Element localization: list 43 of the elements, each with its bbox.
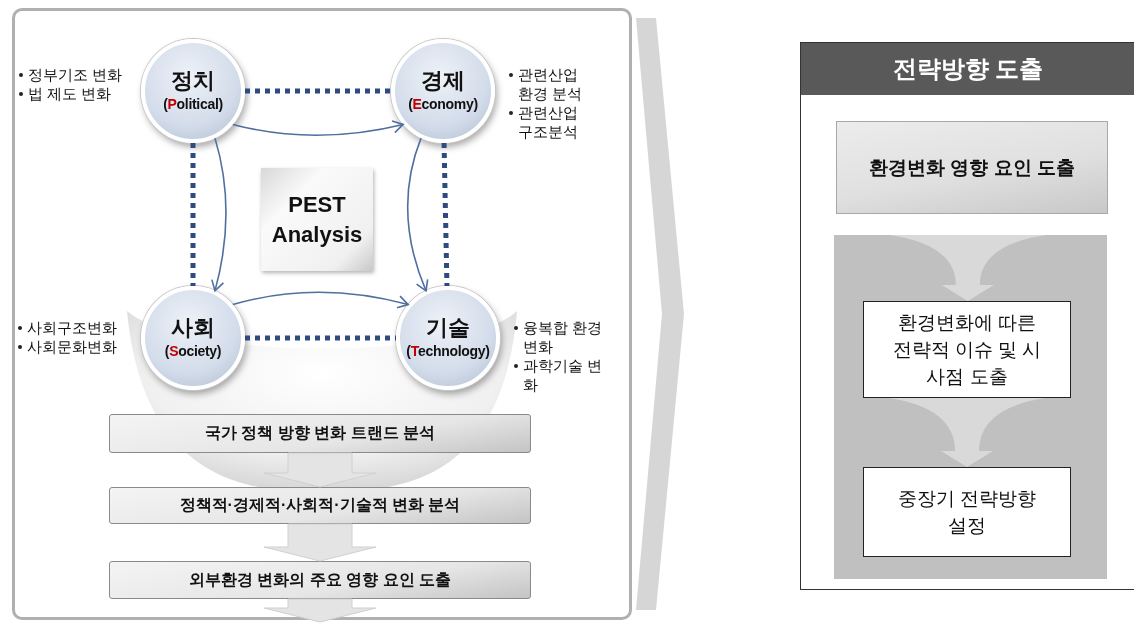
circle (396, 286, 500, 390)
circle-title: 사회 (171, 315, 215, 341)
circle-subtitle: (Economy) (408, 95, 478, 114)
dotted-line (190, 143, 196, 286)
circle-title: 기술 (426, 315, 470, 341)
process-bar: 국가 정책 방향 변화 트랜드 분석 (109, 414, 531, 453)
dotted-line (441, 142, 450, 287)
process-box: 환경변화에 따른 전략적 이슈 및 시사점 도출 (863, 301, 1071, 398)
funnel-arrow (889, 398, 1045, 467)
bullet-text: 사회문화변화 (17, 337, 142, 356)
dotted-line (245, 335, 396, 341)
process-bar: 정책적·경제적·사회적·기술적 변화 분석 (109, 487, 531, 524)
circle-subtitle: (Society) (164, 342, 222, 361)
bullet-text: 법 제도 변화 (18, 84, 140, 103)
circle (391, 39, 495, 143)
circle (141, 286, 245, 390)
bullet-text: 과학기술 변화 (513, 356, 609, 394)
panel-header: 전략방향 도출 (801, 43, 1134, 95)
dotted-line (245, 88, 391, 94)
circle-subtitle: (Political) (163, 95, 223, 114)
arrow (210, 137, 227, 292)
block-arrow (263, 452, 377, 488)
arrow (406, 137, 429, 292)
circle-subtitle: (Technology) (406, 342, 490, 361)
chevron-arrow (636, 18, 684, 610)
panel (800, 42, 1134, 590)
bullet-text: 융복합 환경 변화 (513, 318, 609, 356)
arrow (232, 291, 409, 309)
process-bar: 외부환경 변화의 주요 영향 요인 도출 (109, 561, 531, 599)
circle-title: 경제 (421, 68, 465, 94)
process-box: 환경변화 영향 요인 도출 (836, 121, 1108, 214)
bullet-text: 관련산업 환경 분석 (508, 65, 588, 103)
arrow (232, 119, 404, 136)
block-arrow (263, 523, 377, 562)
circle (141, 39, 245, 143)
bullet-text: 사회구조변화 (17, 318, 142, 337)
circle-title: 정치 (171, 68, 215, 94)
process-box: 중장기 전략방향 설정 (863, 467, 1071, 557)
center-box: PEST Analysis (261, 168, 373, 271)
block-arrow (263, 598, 377, 623)
flow-panel (834, 235, 1107, 579)
bullet-text: 관련산업 구조분석 (508, 103, 588, 141)
bullet-text: 정부기조 변화 (18, 65, 140, 84)
